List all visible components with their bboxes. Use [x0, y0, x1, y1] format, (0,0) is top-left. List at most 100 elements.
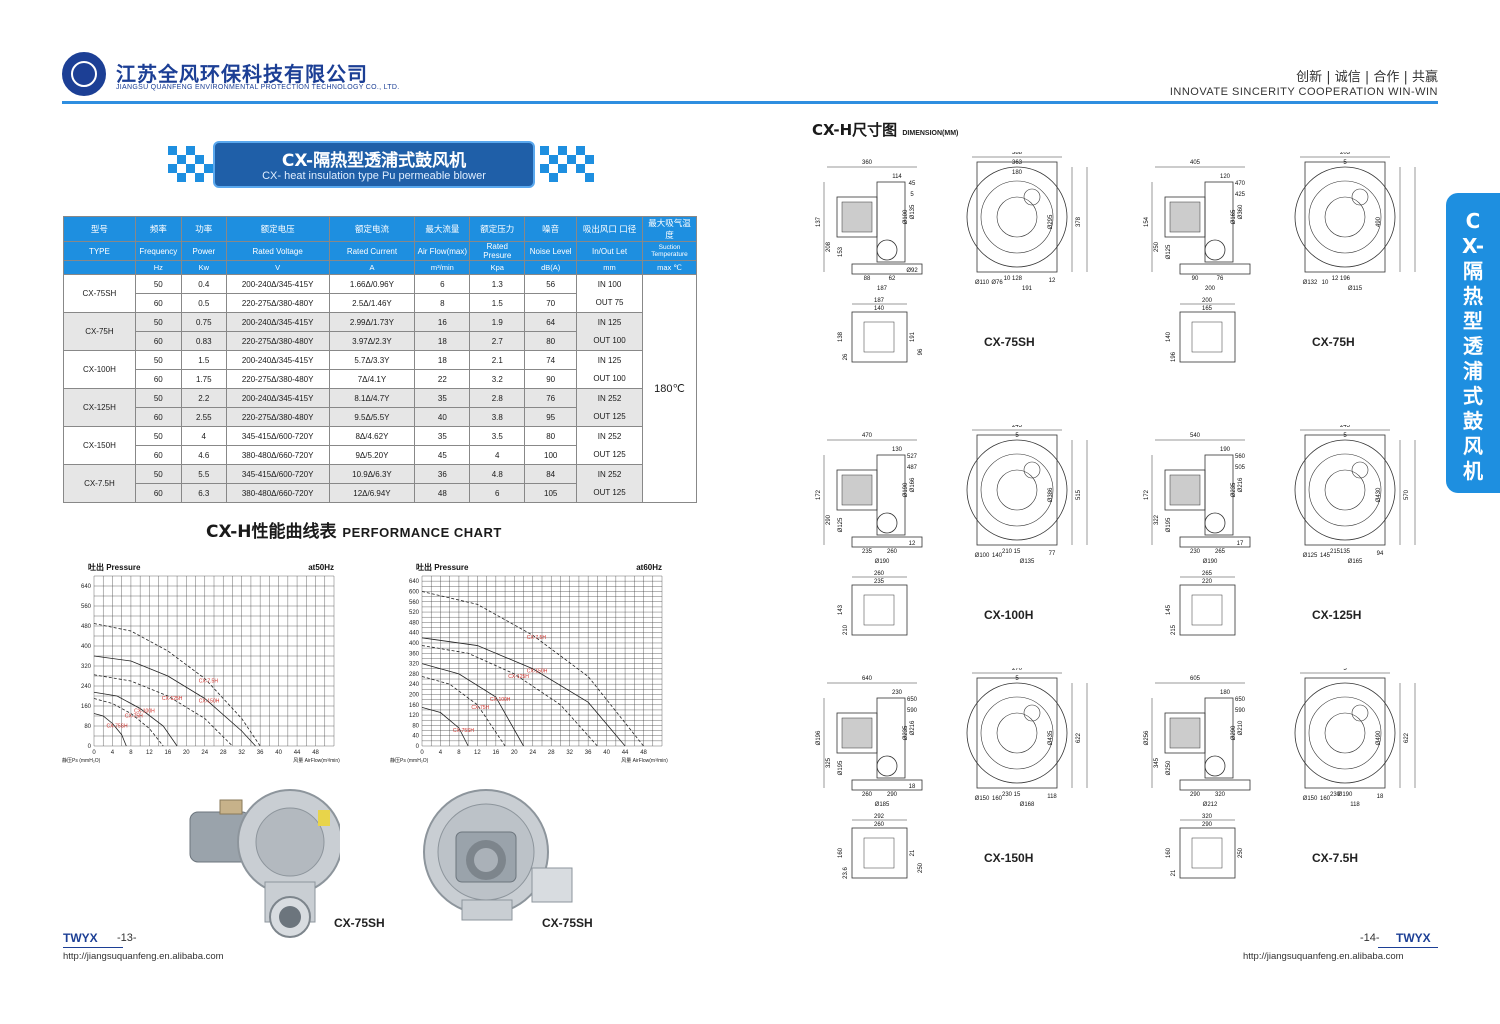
dimension-value: 18 [1377, 794, 1384, 800]
dimension-value: Ø212 [1203, 802, 1218, 808]
dimension-value: Ø190 [1203, 559, 1218, 565]
header-cell: Air Flow(max) [414, 241, 471, 261]
table-cell: 8 [414, 293, 471, 313]
table-cell: 60 [134, 445, 182, 465]
dimension-value: 12 [1049, 278, 1056, 284]
dimension-value: 388 [1012, 152, 1023, 156]
chart-title: at60Hz [636, 563, 662, 572]
dimension-value: 292 [874, 814, 885, 820]
dimension-value: 570 [1404, 489, 1410, 500]
dimension-value: 260 [874, 822, 885, 828]
x-tick-label: 12 [474, 750, 481, 756]
inout-cell: IN 125 [576, 312, 643, 332]
header-cell: 最大流量 [414, 216, 471, 242]
banner-squares-left [168, 146, 213, 186]
table-cell: 50 [134, 350, 182, 370]
y-tick-label: 40 [412, 734, 419, 740]
performance-curve [421, 676, 506, 747]
curve-label: CX-7.5H [199, 679, 219, 685]
dimension-value: 128 [1012, 276, 1023, 282]
table-cell: 9.5Δ/5.5Y [328, 407, 416, 427]
x-tick-label: 4 [439, 750, 443, 756]
dimension-value: 200 [1205, 286, 1216, 292]
table-cell: 4 [180, 426, 227, 446]
y-tick-label: 240 [81, 684, 92, 690]
y-tick-label: 520 [409, 610, 420, 616]
table-cell: 22 [414, 369, 471, 389]
inout-cell: IN 252 [576, 388, 643, 408]
y-tick-label: 600 [409, 589, 420, 595]
y-tick-label: 360 [409, 651, 420, 657]
dimension-value: 200 [1202, 298, 1213, 304]
dimension-value: Ø76 [991, 280, 1003, 286]
table-cell: 35 [414, 426, 471, 446]
header-cell [63, 260, 136, 275]
dimension-value: 560 [1235, 454, 1246, 460]
dimension-value: Ø115 [1348, 286, 1363, 292]
inout-cell: OUT 100 [576, 331, 643, 351]
table-cell: 50 [134, 312, 182, 332]
dimension-value: 10 [1322, 280, 1329, 286]
table-cell: 8.1Δ/4.7Y [328, 388, 416, 408]
table-cell: 2.5Δ/1.46Y [328, 293, 416, 313]
dimension-value: 290 [1190, 792, 1201, 798]
x-tick-label: 48 [312, 750, 319, 756]
performance-curve [421, 706, 469, 747]
dimension-value: 345 [1154, 757, 1160, 768]
dimension-value: 5 [1015, 676, 1019, 682]
y-tick-label: 160 [409, 703, 420, 709]
x-tick-label: 28 [220, 750, 227, 756]
x-tick-label: 40 [275, 750, 282, 756]
footer-url-right[interactable]: http://jiangsuquanfeng.en.alibaba.com [1243, 951, 1404, 962]
dimension-value: 160 [992, 796, 1003, 802]
performance-curve [421, 663, 524, 747]
inout-cell: OUT 75 [576, 293, 643, 313]
dimension-value: 145 [1320, 553, 1331, 559]
performance-curve [93, 698, 164, 747]
table-cell: 3.97Δ/2.3Y [328, 331, 416, 351]
dimension-value: 76 [1217, 276, 1224, 282]
dimension-value: 114 [892, 174, 902, 180]
dimension-value: 18 [909, 784, 916, 790]
dimension-value: Ø216 [910, 720, 916, 735]
header-cell: 吸出风口 口径 [576, 216, 643, 242]
spec-table: 型号 频率 功率 额定电压 额定电流 最大流量 额定压力 噪音 吸出风口 口径 … [63, 216, 698, 503]
dimension-value: 12 [909, 541, 916, 547]
header-cell: Power [180, 241, 227, 261]
dimension-value: 140 [874, 306, 885, 312]
dimension-value: 12 [1332, 276, 1339, 282]
model-cell: CX-150H [63, 426, 136, 465]
curve-label: CX-150H [527, 669, 548, 675]
y-tick-label: 480 [409, 620, 420, 626]
dimension-value: 45 [909, 181, 916, 187]
dimension-value: 490 [1376, 216, 1382, 227]
dimension-value: Ø235 [1231, 482, 1237, 497]
table-header-cn: 型号 频率 功率 额定电压 额定电流 最大流量 额定压力 噪音 吸出风口 口径 … [63, 216, 698, 242]
dimension-value: 270 [1012, 668, 1023, 672]
dimension-value: 165 [1202, 306, 1213, 312]
dimension-value: 26 [843, 353, 849, 360]
inout-cell: IN 252 [576, 426, 643, 446]
header-cell: Kpa [469, 260, 526, 275]
x-tick-label: 16 [165, 750, 172, 756]
chart-title: at50Hz [308, 563, 334, 572]
y-tick-label: 560 [81, 604, 92, 610]
table-cell: 45 [414, 445, 471, 465]
dimension-value: 230 [1190, 549, 1201, 555]
dimension-value: 322 [1154, 514, 1160, 525]
dimension-title: CX-H尺寸图 DIMENSION(MM) [812, 119, 958, 140]
x-tick-label: 44 [622, 750, 629, 756]
drawing-model-label: CX-75SH [984, 335, 1035, 349]
table-cell: 84 [524, 464, 578, 484]
dimension-value: 230 [1330, 792, 1341, 798]
footer-url-left[interactable]: http://jiangsuquanfeng.en.alibaba.com [63, 951, 224, 962]
dimension-value: Ø185 [875, 802, 890, 808]
y-tick-label: 400 [81, 644, 92, 650]
